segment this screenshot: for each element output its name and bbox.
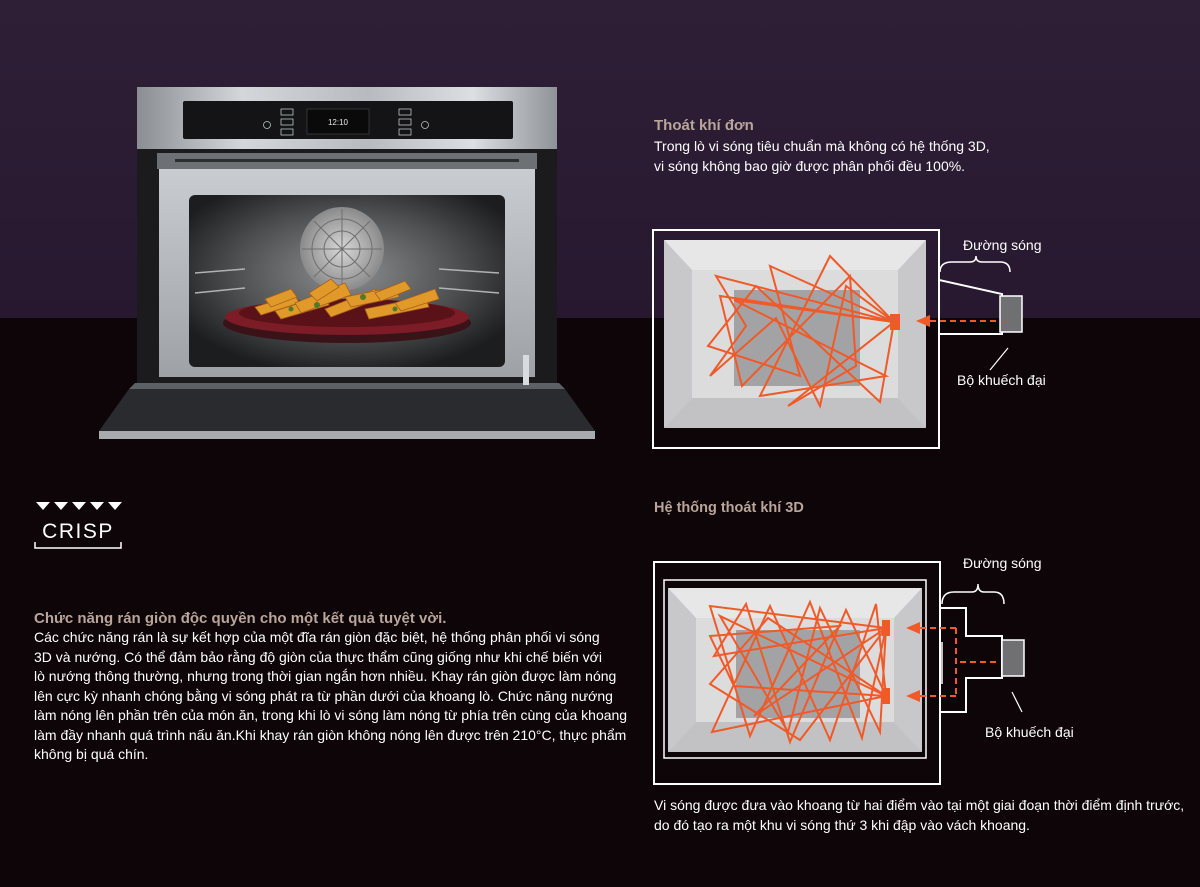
single-line: Trong lò vi sóng tiêu chuẩn mà không có … (654, 138, 990, 154)
amplifier (999, 295, 1023, 333)
crisp-logo: CRISP (34, 502, 122, 549)
single-feed-description: Trong lò vi sóng tiêu chuẩn mà không có … (654, 136, 1104, 176)
single-amp-label: Bộ khuếch đại (957, 372, 1046, 388)
crisp-line: không bị quá chín. (34, 746, 149, 762)
three-d-amp-label: Bộ khuếch đại (985, 724, 1074, 740)
single-feed-diagram (652, 229, 1023, 449)
single-wave-label: Đường sóng (963, 237, 1042, 253)
fries (254, 278, 440, 320)
oven-illustration: 12:10 (99, 87, 595, 439)
crisp-line: 3D và nướng. Có thể đảm bảo rằng độ giòn… (34, 648, 602, 665)
three-d-wave-label: Đường sóng (963, 555, 1042, 571)
three-d-diagram (653, 561, 1025, 785)
three-d-line: do đó tạo ra một khu vi sóng thứ 3 khi đ… (654, 817, 1030, 833)
single-line: vi sóng không bao giờ được phân phối đều… (654, 158, 966, 174)
crisp-line: lên cực kỳ nhanh chóng bằng vi sóng phát… (34, 687, 613, 704)
crisp-line: lò nướng thông thường, nhưng trong thời … (34, 668, 617, 684)
three-d-description: Vi sóng được đưa vào khoang từ hai điểm … (654, 795, 1194, 835)
single-feed-heading: Thoát khí đơn (654, 117, 754, 134)
wave-paths-3d (708, 599, 887, 745)
crisp-line: làm đầy nhanh quá trình nấu ăn.Khi khay … (34, 726, 627, 743)
three-d-heading: Hệ thống thoát khí 3D (654, 500, 804, 516)
amplifier-3d (1001, 639, 1025, 677)
crisp-heading: Chức năng rán giòn độc quyền cho một kết… (34, 610, 447, 627)
cavity-inner (734, 290, 860, 386)
oven-clock-display: 12:10 (328, 118, 349, 127)
crisp-line: làm nóng lên phần trên của món ăn, trong… (34, 707, 628, 723)
oven-open-door (99, 389, 595, 431)
three-d-line: Vi sóng được đưa vào khoang từ hai điểm … (654, 797, 1185, 813)
crisp-line: Các chức năng rán là sự kết hợp của một … (34, 629, 600, 645)
wave-paths (706, 254, 895, 409)
crisp-logo-text: CRISP (42, 520, 114, 543)
crisp-description: Các chức năng rán là sự kết hợp của một … (34, 628, 634, 765)
